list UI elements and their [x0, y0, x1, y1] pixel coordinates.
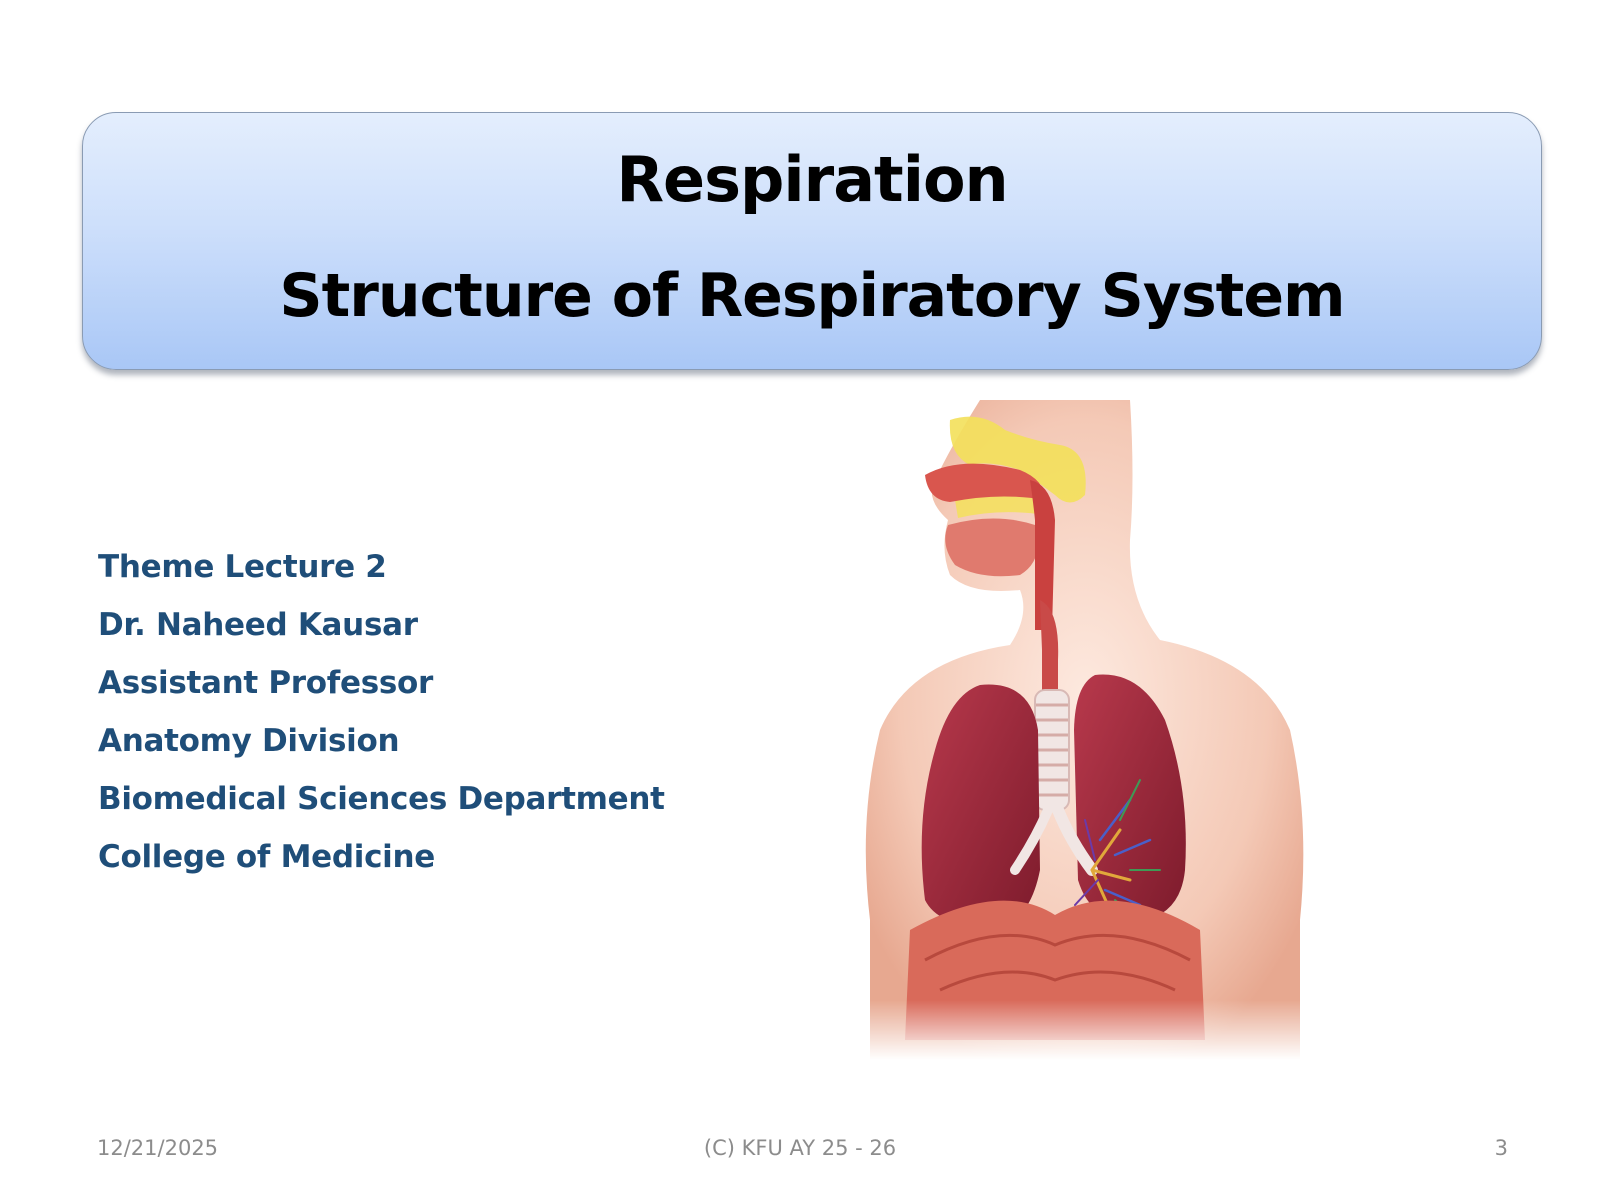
title-box: Respiration Structure of Respiratory Sys… — [82, 112, 1542, 370]
palate-shape — [955, 495, 1045, 518]
info-line-division: Anatomy Division — [98, 723, 400, 759]
footer-date: 12/21/2025 — [97, 1136, 219, 1160]
pharynx-shape — [1030, 480, 1055, 630]
footer-copyright: (C) KFU AY 25 - 26 — [703, 1136, 897, 1160]
slide-title: Respiration — [616, 143, 1008, 216]
footer-page-number: 3 — [1494, 1136, 1508, 1160]
info-line-position: Assistant Professor — [98, 665, 433, 701]
sinus-shape — [949, 416, 1086, 503]
info-line-college: College of Medicine — [98, 839, 435, 875]
slide-subtitle: Structure of Respiratory System — [279, 261, 1345, 331]
trachea-shape — [1034, 689, 1070, 811]
respiratory-system-illustration — [830, 400, 1350, 1060]
presenter-info: Theme Lecture 2 Dr. Naheed Kausar Assist… — [98, 546, 665, 894]
info-line-department: Biomedical Sciences Department — [98, 781, 665, 817]
left-lung-shape — [921, 684, 1040, 926]
nasal-cavity-shape — [925, 463, 1045, 502]
esophagus-shape — [1040, 600, 1059, 700]
info-line-presenter: Dr. Naheed Kausar — [98, 607, 418, 643]
info-line-theme: Theme Lecture 2 — [98, 549, 387, 585]
tongue-shape — [945, 518, 1038, 577]
